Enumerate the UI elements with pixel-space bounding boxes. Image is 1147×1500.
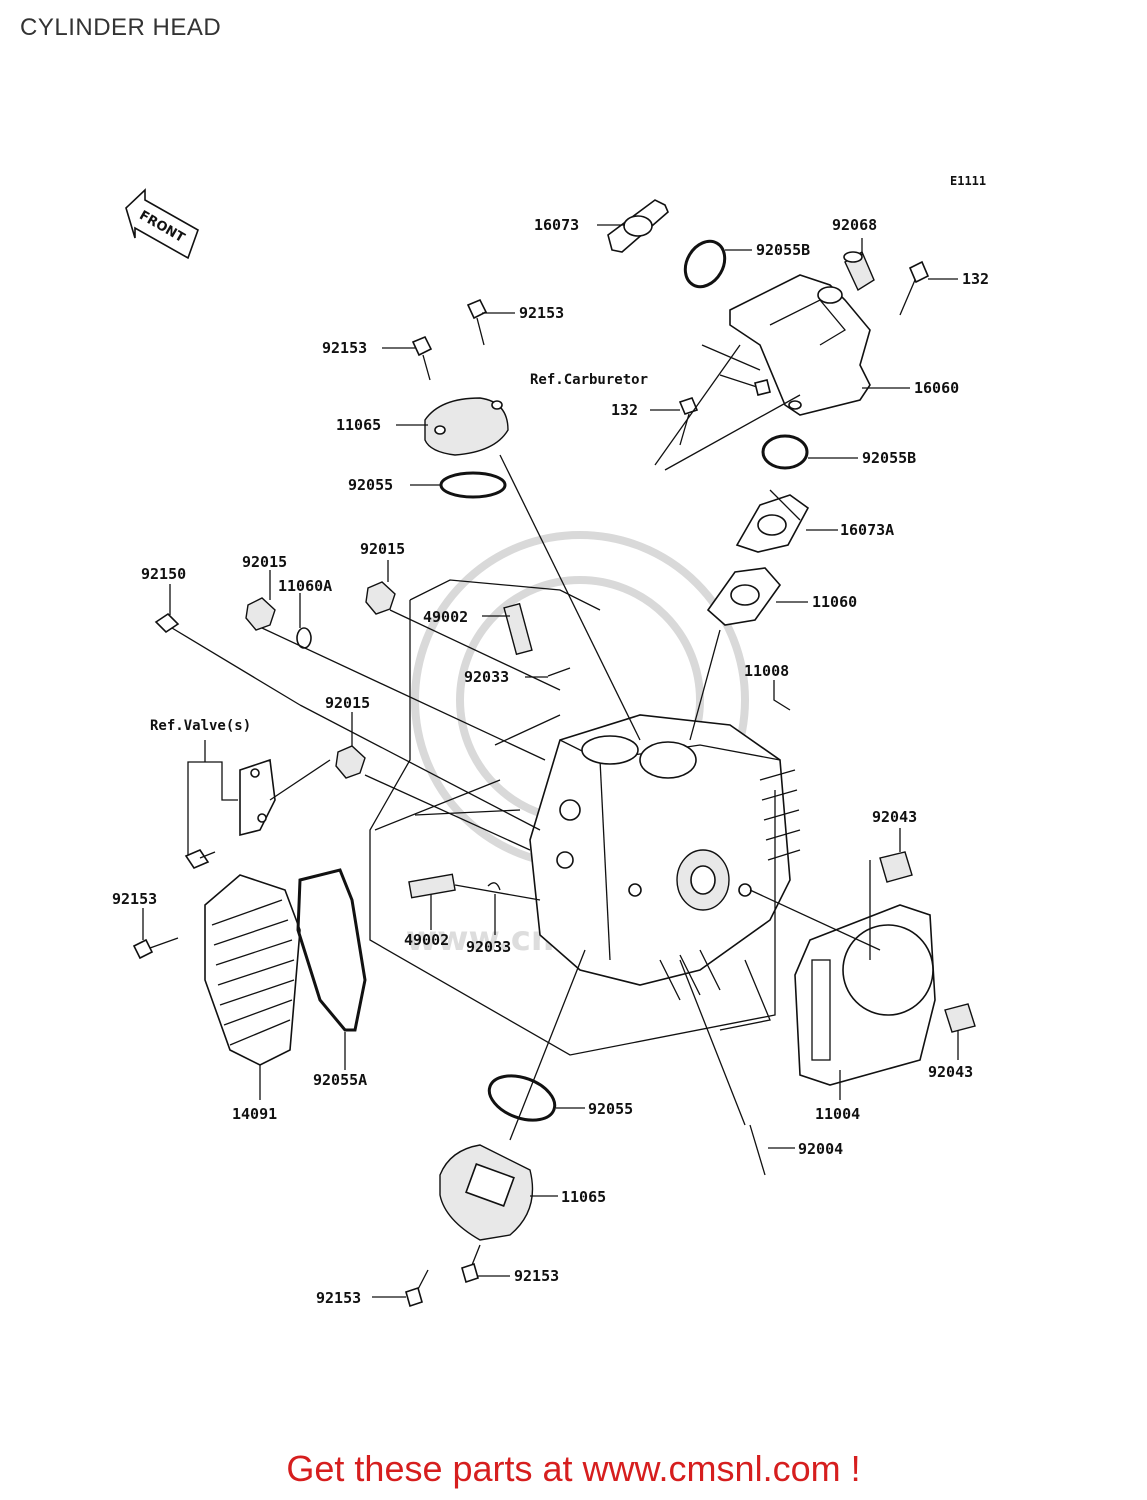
part-carb-bolt (719, 374, 771, 396)
label-92015-b: 92015 (360, 540, 405, 558)
part-92153-bolt-lower-b (405, 1269, 429, 1308)
label-92015-c: 92015 (325, 694, 370, 712)
part-92153-bolt-cover (132, 937, 179, 960)
label-92015-a: 92015 (242, 553, 287, 571)
exploded-view-lines (261, 344, 881, 1141)
part-49002-valve-guide-upper (503, 602, 533, 656)
part-11065-tappet-cover-upper (424, 397, 509, 456)
part-16060-intake-joint (729, 274, 871, 416)
label-92043-lower: 92043 (928, 1063, 973, 1081)
label-92055B-upper: 92055B (756, 241, 810, 259)
label-11065-upper: 11065 (336, 416, 381, 434)
part-92055B-oring-upper (683, 239, 727, 289)
diagram-code: E1111 (950, 174, 986, 188)
label-16060: 16060 (914, 379, 959, 397)
label-92033-lower: 92033 (466, 938, 511, 956)
front-arrow-icon: FRONT (125, 188, 199, 260)
footer-promo-link[interactable]: Get these parts at www.cmsnl.com ! (286, 1448, 861, 1489)
part-92033-clip-lower (487, 882, 501, 891)
part-16073A-gasket (735, 494, 810, 553)
label-92153-top-left: 92153 (322, 339, 367, 357)
label-92055-lower: 92055 (588, 1100, 633, 1118)
part-11008-cylinder-head (529, 714, 801, 1001)
label-92055A: 92055A (313, 1071, 367, 1089)
label-11004: 11004 (815, 1105, 860, 1123)
part-132-bolt-upper (899, 260, 930, 316)
part-92153-bolt-lower-a (461, 1244, 481, 1284)
part-92068-dowel (843, 250, 875, 292)
label-11065-lower: 11065 (561, 1188, 606, 1206)
label-92068: 92068 (832, 216, 877, 234)
part-11060-gasket (706, 567, 782, 626)
part-92055-oring-upper (439, 471, 507, 499)
part-92055B-oring-lower (761, 434, 809, 470)
label-92004: 92004 (798, 1140, 843, 1158)
label-16073: 16073 (534, 216, 579, 234)
label-ref-valves: Ref.Valve(s) (150, 718, 251, 734)
part-92043-dowel-upper (879, 851, 913, 883)
label-16073A: 16073A (840, 521, 894, 539)
label-11060A: 11060A (278, 577, 332, 595)
label-132-lower: 132 (611, 401, 638, 419)
label-92055-upper: 92055 (348, 476, 393, 494)
label-92153-lower-a: 92153 (514, 1267, 559, 1285)
part-92055A-cover-gasket (296, 868, 367, 1032)
part-16073-gasket (607, 199, 669, 253)
label-14091: 14091 (232, 1105, 277, 1123)
cooling-fins (659, 769, 801, 1001)
part-49002-valve-guide-lower (408, 873, 456, 899)
part-92015-nut-b (365, 581, 396, 615)
part-11004-head-gasket (794, 904, 936, 1086)
label-92150: 92150 (141, 565, 186, 583)
label-ref-carburetor: Ref.Carburetor (530, 372, 648, 388)
label-11060: 11060 (812, 593, 857, 611)
part-92150-stud-bolt (154, 612, 301, 706)
part-labels: 16073 92055B 92068 132 92153 92153 Ref.C… (112, 216, 989, 1307)
part-92055-oring-lower (487, 1074, 557, 1122)
label-92153-cover: 92153 (112, 890, 157, 908)
part-92033-clip-upper (547, 667, 571, 677)
label-92153-lower-b: 92153 (316, 1289, 361, 1307)
label-49002-lower: 49002 (404, 931, 449, 949)
part-92043-dowel-lower (944, 1003, 976, 1033)
ref-valve-bracket (184, 758, 276, 869)
label-92043-upper: 92043 (872, 808, 917, 826)
leader-lines (142, 224, 959, 1298)
part-92015-nut-a (245, 597, 276, 631)
page-title: CYLINDER HEAD (20, 14, 222, 41)
part-92015-nut-c (335, 745, 366, 779)
cylinder-head-diagram: www.cmsnl.com E1111 FRONT (112, 174, 989, 1308)
part-92004-stud (749, 1124, 766, 1176)
part-132-bolt-lower (678, 397, 699, 446)
label-92033-upper: 92033 (464, 668, 509, 686)
label-49002-upper: 49002 (423, 608, 468, 626)
label-92055B-lower: 92055B (862, 449, 916, 467)
label-11008: 11008 (744, 662, 789, 680)
part-11065-tappet-cover-lower (439, 1144, 534, 1241)
label-92153-top-right: 92153 (519, 304, 564, 322)
part-92153-bolt-top-right (466, 298, 488, 346)
part-92153-bolt-top-left (411, 335, 433, 381)
label-132-upper: 132 (962, 270, 989, 288)
part-14091-head-cover (204, 874, 301, 1066)
